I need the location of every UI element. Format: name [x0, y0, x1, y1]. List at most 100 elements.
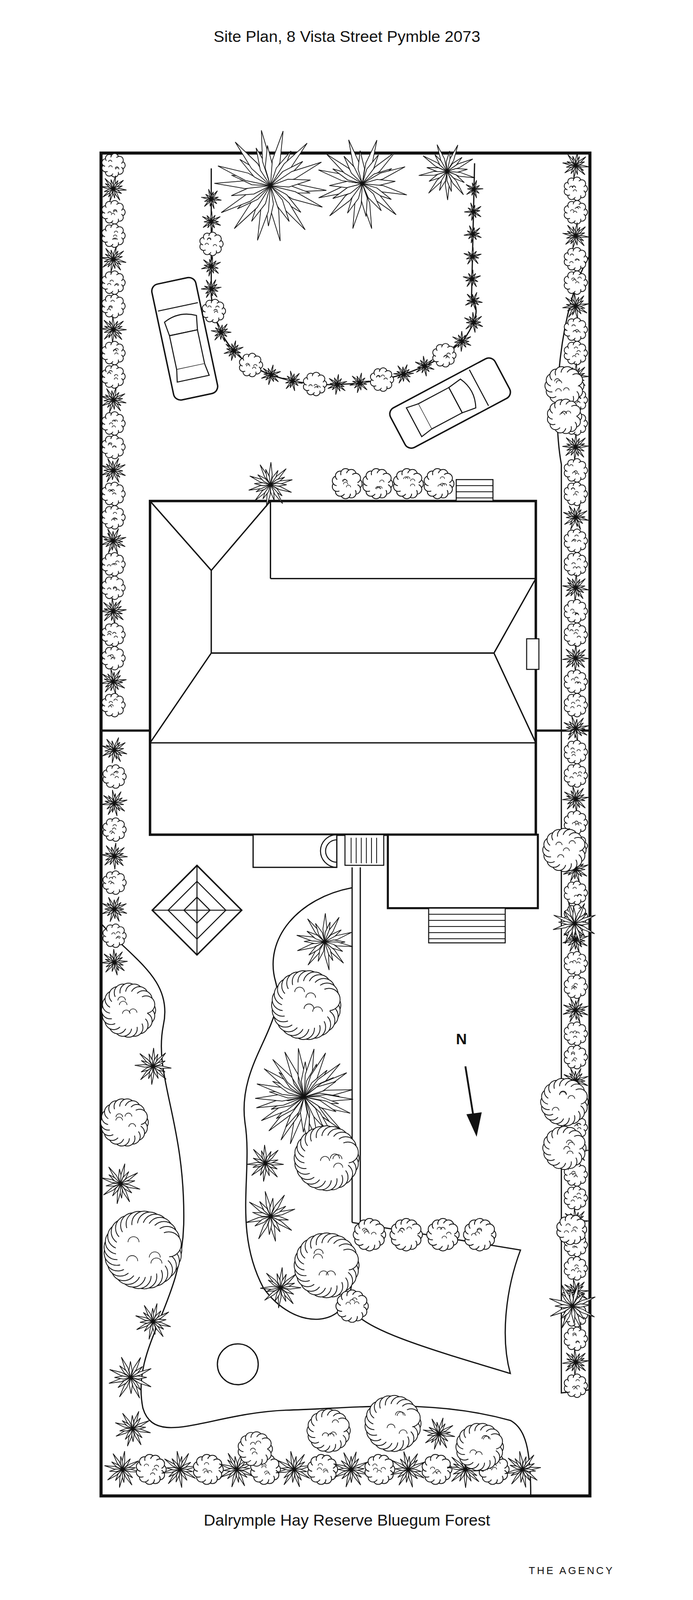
bush — [103, 817, 127, 841]
spiky-plant — [463, 269, 481, 287]
bush — [564, 599, 588, 623]
spiky-plant — [100, 175, 127, 202]
spiky-plant — [210, 322, 232, 342]
bush — [542, 1125, 587, 1169]
bush — [564, 740, 588, 764]
spiky-plant — [549, 1281, 596, 1329]
bush — [564, 950, 588, 975]
bush — [556, 1214, 587, 1245]
spiky-plant — [201, 279, 222, 298]
spiky-plant — [349, 372, 370, 393]
path-edge — [359, 866, 362, 1222]
bush — [547, 398, 582, 434]
bush — [564, 552, 588, 576]
bush — [564, 270, 588, 295]
spiky-plant — [201, 256, 221, 277]
spiky-plant — [275, 1450, 312, 1487]
bush — [393, 468, 424, 499]
boundary-label: Dalrymple Hay Reserve Bluegum Forest — [203, 1510, 491, 1529]
garden-bed-edge — [101, 923, 532, 1496]
bush — [306, 1408, 351, 1452]
spiky-plant — [134, 1047, 172, 1085]
bush — [564, 693, 588, 717]
bush — [564, 974, 588, 999]
bush — [364, 1453, 395, 1484]
car — [150, 275, 220, 402]
bush — [564, 669, 588, 693]
spiky-plant — [100, 246, 127, 273]
spiky-plant — [135, 1302, 171, 1339]
bush — [564, 1326, 588, 1350]
bush — [564, 528, 588, 553]
bush — [303, 371, 327, 396]
spiky-plant — [504, 1450, 541, 1487]
bush — [202, 298, 226, 323]
bush — [564, 458, 588, 483]
bush — [426, 1217, 460, 1251]
bush — [364, 1394, 421, 1451]
bush — [424, 468, 454, 499]
bush — [239, 353, 264, 377]
spiky-plant — [464, 312, 484, 333]
bush — [564, 482, 588, 506]
bush — [294, 1125, 360, 1191]
spiky-plant — [553, 901, 596, 945]
bush — [101, 552, 126, 576]
bush — [238, 1431, 273, 1466]
spiky-plant — [418, 144, 475, 201]
round-feature — [217, 1343, 259, 1385]
bush — [564, 200, 588, 225]
garden-bed-edge — [211, 163, 477, 385]
bush — [101, 364, 126, 388]
bush — [564, 1373, 588, 1397]
spiky-plant — [108, 1356, 152, 1398]
bush — [103, 923, 127, 948]
spiky-plant — [463, 247, 482, 265]
north-label: N — [455, 1030, 467, 1048]
bush — [564, 1044, 588, 1069]
spiky-plant — [296, 912, 353, 970]
spiky-plant — [115, 1410, 151, 1446]
bush — [103, 870, 127, 895]
spiky-plant — [452, 330, 471, 352]
spiky-plant — [101, 842, 128, 870]
bush — [463, 1217, 496, 1251]
bush — [101, 482, 126, 506]
bush — [432, 343, 457, 367]
bush — [307, 1453, 338, 1484]
plants — [99, 130, 596, 1488]
spiky-plant — [104, 1450, 141, 1487]
spiky-plant — [100, 316, 127, 343]
spiky-plant — [390, 1450, 426, 1487]
spiky-plant — [327, 374, 347, 395]
bush — [564, 880, 588, 905]
bush — [564, 1185, 588, 1209]
bush — [101, 223, 126, 248]
bush — [335, 1289, 369, 1322]
spiky-plant — [563, 504, 589, 530]
bush — [422, 1453, 452, 1484]
bush — [362, 468, 393, 499]
spiky-plant — [101, 789, 128, 816]
bush — [101, 622, 126, 647]
bush — [332, 468, 363, 499]
spiky-plant — [562, 292, 589, 320]
car — [387, 355, 514, 451]
spiky-plant — [318, 139, 407, 229]
bush — [271, 970, 341, 1040]
spiky-plant — [562, 1348, 589, 1375]
bush — [103, 764, 127, 789]
base-lines — [101, 163, 590, 1496]
bush — [564, 177, 588, 201]
spiky-plant — [282, 370, 303, 391]
spiky-plant — [101, 737, 128, 763]
spiky-plant — [214, 130, 327, 242]
spiky-plant — [562, 644, 589, 671]
hedge-guide — [211, 163, 477, 385]
plan-title: Site Plan, 8 Vista Street Pymble 2073 — [213, 27, 481, 46]
spiky-plant — [100, 386, 127, 413]
bush — [294, 1232, 360, 1298]
bush — [101, 645, 126, 670]
